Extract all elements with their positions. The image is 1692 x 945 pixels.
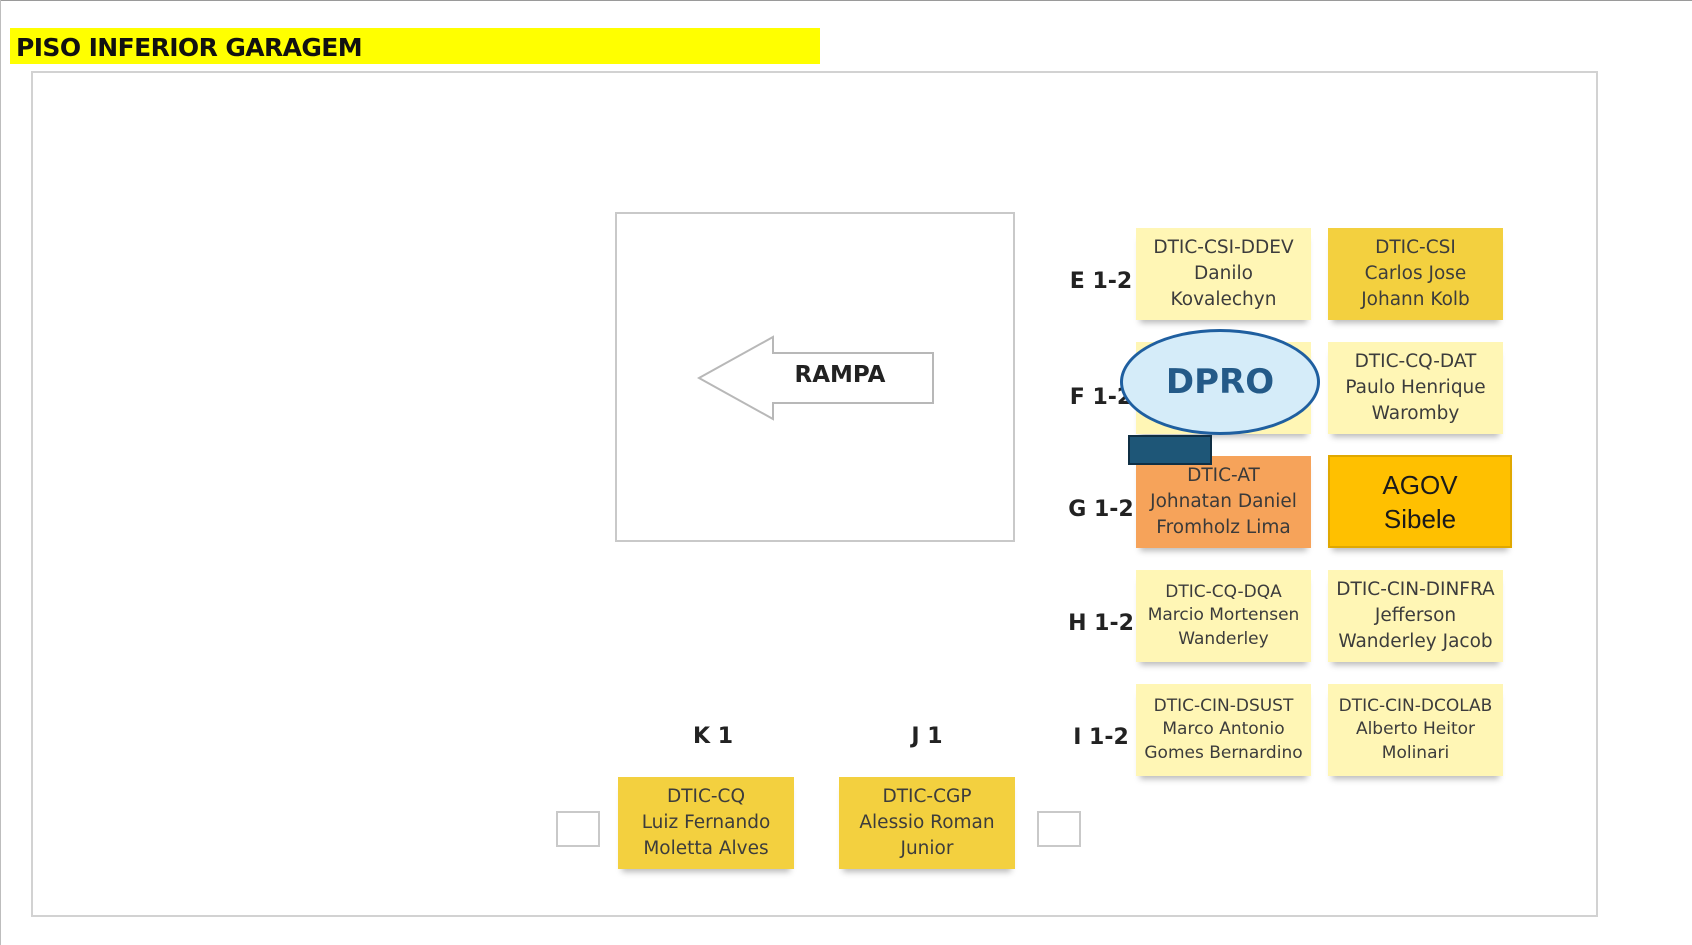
spot-f2-name-line1: Paulo Henrique (1345, 377, 1486, 398)
garage-floor-frame (31, 71, 1598, 917)
row-label-h: H 1-2 (1068, 611, 1134, 636)
spot-k-empty-checkbox[interactable] (556, 811, 600, 847)
spot-j1-department: DTIC-CGP (882, 786, 972, 807)
spot-i2-name-line1: Alberto Heitor (1355, 719, 1476, 740)
spot-k1-department: DTIC-CQ (666, 786, 746, 807)
ramp-arrow-icon (697, 335, 934, 421)
spot-k1-name-line2: Moletta Alves (643, 838, 769, 859)
page-title: PISO INFERIOR GARAGEM (10, 28, 820, 64)
spot-e2-sticky[interactable]: DTIC-CSI Carlos Jose Johann Kolb (1328, 228, 1503, 320)
spot-j1-name-line2: Junior (900, 838, 954, 859)
spot-g1-sticky[interactable]: DTIC-AT Johnatan Daniel Fromholz Lima (1136, 456, 1311, 548)
spot-h1-name-line1: Marcio Mortensen (1147, 605, 1300, 626)
spot-h1-name-line2: Wanderley (1178, 628, 1269, 649)
spot-e1-sticky[interactable]: DTIC-CSI-DDEV Danilo Kovalechyn (1136, 228, 1311, 320)
spot-f2-department: DTIC-CQ-DAT (1354, 351, 1477, 372)
spot-k1-name-line1: Luiz Fernando (641, 812, 771, 833)
spot-f2-sticky[interactable]: DTIC-CQ-DAT Paulo Henrique Waromby (1328, 342, 1503, 434)
spot-g2-department: AGOV (1382, 469, 1458, 500)
spot-i2-sticky[interactable]: DTIC-CIN-DCOLAB Alberto Heitor Molinari (1328, 684, 1503, 776)
spot-i1-name-line2: Gomes Bernardino (1144, 742, 1303, 763)
spot-f2-name-line2: Waromby (1371, 403, 1460, 424)
ramp-label: RAMPA (794, 362, 886, 388)
spot-g1-name-line2: Fromholz Lima (1156, 517, 1291, 538)
row-label-i: I 1-2 (1073, 725, 1129, 750)
spot-g1-department: DTIC-AT (1187, 465, 1260, 486)
blue-rectangle-marker[interactable] (1128, 435, 1212, 465)
left-border-line (0, 0, 1, 945)
spot-h2-name-line1: Jefferson (1374, 605, 1457, 626)
spot-k1-sticky[interactable]: DTIC-CQ Luiz Fernando Moletta Alves (618, 777, 794, 869)
spot-j-empty-checkbox[interactable] (1037, 811, 1081, 847)
spot-e1-department: DTIC-CSI-DDEV (1153, 237, 1294, 258)
row-label-j: J 1 (911, 724, 943, 749)
spot-i1-name-line1: Marco Antonio (1162, 719, 1285, 740)
row-label-g: G 1-2 (1068, 497, 1134, 522)
spot-h2-sticky[interactable]: DTIC-CIN-DINFRA Jefferson Wanderley Jaco… (1328, 570, 1503, 662)
spot-i2-department: DTIC-CIN-DCOLAB (1338, 695, 1493, 716)
spot-i1-department: DTIC-CIN-DSUST (1153, 695, 1294, 716)
spot-e2-name-line1: Carlos Jose (1364, 263, 1467, 284)
spot-h1-sticky[interactable]: DTIC-CQ-DQA Marcio Mortensen Wanderley (1136, 570, 1311, 662)
spot-h2-department: DTIC-CIN-DINFRA (1336, 579, 1495, 600)
spot-e1-name-line1: Danilo (1194, 263, 1253, 284)
top-border-line (0, 0, 1692, 1)
spot-g2-sticky[interactable]: AGOV Sibele (1328, 455, 1512, 548)
ramp-area (615, 212, 1015, 542)
dpro-ellipse[interactable]: DPRO (1120, 329, 1320, 435)
spot-g1-name-line1: Johnatan Daniel (1150, 491, 1297, 512)
row-label-k: K 1 (692, 724, 733, 749)
spot-j1-name-line1: Alessio Roman (859, 812, 995, 833)
spot-e2-name-line2: Johann Kolb (1361, 289, 1470, 310)
spot-i2-name-line2: Molinari (1381, 742, 1450, 763)
spot-i1-sticky[interactable]: DTIC-CIN-DSUST Marco Antonio Gomes Berna… (1136, 684, 1311, 776)
spot-h2-name-line2: Wanderley Jacob (1338, 631, 1493, 652)
spot-e1-name-line2: Kovalechyn (1170, 289, 1277, 310)
spot-h1-department: DTIC-CQ-DQA (1165, 581, 1282, 602)
spot-j1-sticky[interactable]: DTIC-CGP Alessio Roman Junior (839, 777, 1015, 869)
row-label-e: E 1-2 (1069, 269, 1133, 294)
spot-e2-department: DTIC-CSI (1375, 237, 1456, 258)
spot-g2-name: Sibele (1383, 503, 1457, 534)
